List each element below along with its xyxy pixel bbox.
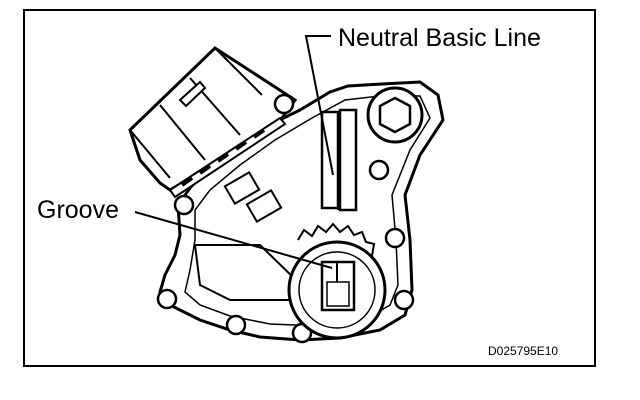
groove-label: Groove [37,196,119,224]
connector-block [128,46,298,199]
plate-slots [193,170,300,301]
groove-leader-line [134,211,333,269]
neutral-leader-line [304,35,334,176]
neutral-basic-line-slots [320,108,358,212]
figure-code-label: D025795E10 [488,344,559,358]
shaft-with-groove [287,222,387,340]
mounting-bolt [366,86,424,144]
neutral-basic-line-label: Neutral Basic Line [338,24,541,52]
